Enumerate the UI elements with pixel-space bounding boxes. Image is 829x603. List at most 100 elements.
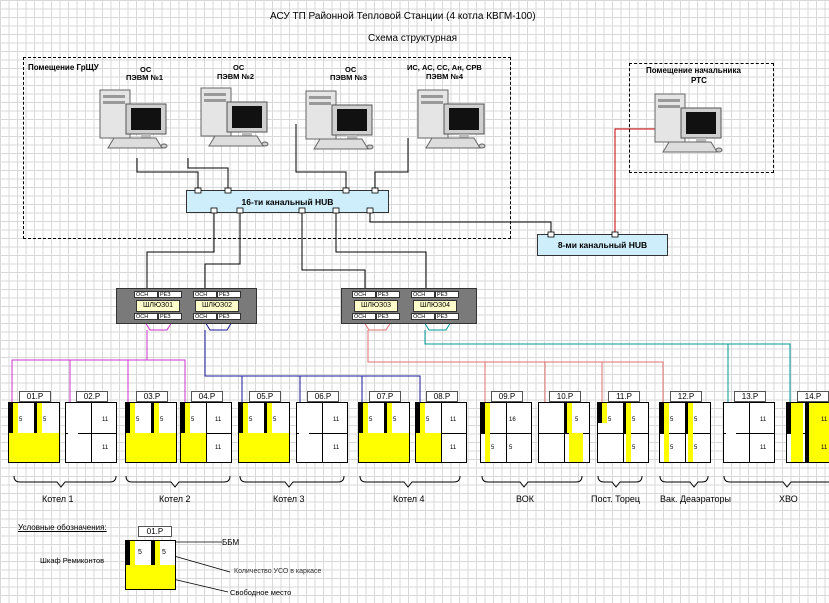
hub-16-label: 16-ти канальный HUB bbox=[241, 196, 334, 207]
uso-count: 5 bbox=[694, 417, 698, 423]
cabinet-label: 08.Р bbox=[426, 391, 458, 402]
hub-16: 16-ти канальный HUB bbox=[186, 190, 389, 213]
legend-free: Свободное место bbox=[230, 588, 292, 597]
cabinet-label: 05.Р bbox=[249, 391, 281, 402]
gateway-osn-bottom: ОСН bbox=[352, 313, 376, 320]
cabinet-label: 10.Р bbox=[549, 391, 581, 402]
cabinet: 5 11 11 bbox=[180, 402, 232, 463]
hub-8: 8-ми канальный HUB bbox=[537, 234, 668, 256]
uso-count: 11 bbox=[821, 445, 828, 451]
room-chief bbox=[629, 63, 774, 173]
cabinet-label: 01.Р bbox=[19, 391, 51, 402]
gateway-rez-bottom: РЕЗ bbox=[376, 313, 400, 320]
cabinet-label: 03.Р bbox=[136, 391, 168, 402]
hub-8-label: 8-ми канальный HUB bbox=[557, 240, 648, 250]
legend-title: Условные обозначения: bbox=[18, 523, 107, 532]
cabinet-label: 11.Р bbox=[608, 391, 640, 402]
uso-count: 5 bbox=[575, 417, 579, 423]
uso-count: 11 bbox=[215, 417, 222, 423]
uso-count: 5 bbox=[19, 417, 23, 423]
uso-count: 5 bbox=[694, 445, 698, 451]
gateway-rez-bottom: РЕЗ bbox=[435, 313, 459, 320]
page-subtitle: Схема структурная bbox=[368, 33, 458, 44]
gateway-osn-top: ОСН bbox=[411, 291, 435, 298]
pc4-label-1: ИС, АС, СС, Ан, СРВ bbox=[407, 63, 482, 72]
uso-count: 11 bbox=[760, 417, 767, 423]
gateway-osn-top: ОСН bbox=[134, 291, 158, 298]
uso-count: 5 bbox=[43, 417, 47, 423]
cabinet-label: 14.Р bbox=[797, 391, 829, 402]
cabinet: 11 11 bbox=[723, 402, 775, 463]
gateway-osn-top: ОСН bbox=[193, 291, 217, 298]
uso-count: 11 bbox=[102, 445, 109, 451]
cabinet-label: 02.Р bbox=[76, 391, 108, 402]
gateway-rez-top: РЕЗ bbox=[376, 291, 400, 298]
uso-count: 5 bbox=[136, 417, 140, 423]
uso-count: 11 bbox=[333, 445, 340, 451]
group-label-vok: ВОК bbox=[516, 494, 534, 504]
cabinet: 11 11 bbox=[296, 402, 348, 463]
uso-count: 5 bbox=[670, 445, 674, 451]
room-chief-label: Помещение начальника bbox=[646, 66, 741, 75]
room-chief-label-2: РТС bbox=[691, 76, 707, 85]
gateway-osn-top: ОСН bbox=[352, 291, 376, 298]
uso-count: 5 bbox=[491, 445, 495, 451]
uso-count: 11 bbox=[102, 417, 109, 423]
group-label-kotel3: Котел 3 bbox=[273, 494, 305, 504]
pc2-label-2: ПЭВМ №2 bbox=[217, 72, 255, 81]
page-title: АСУ ТП Районной Тепловой Станции (4 котл… bbox=[270, 11, 536, 22]
uso-count: 5 bbox=[249, 417, 253, 423]
legend-uso: Количество УСО в каркасе bbox=[234, 568, 322, 575]
uso-count: 5 bbox=[369, 417, 373, 423]
legend-uso-value-2: 5 bbox=[162, 549, 166, 556]
gateway-rez-bottom: РЕЗ bbox=[217, 313, 241, 320]
uso-count: 5 bbox=[273, 417, 277, 423]
uso-count: 5 bbox=[160, 417, 164, 423]
cabinet-label: 12.Р bbox=[670, 391, 702, 402]
uso-count: 5 bbox=[608, 417, 612, 423]
uso-count: 5 bbox=[632, 445, 636, 451]
room-grshu-label: Помещение ГрЩУ bbox=[28, 63, 99, 72]
group-label-hvo: ХВО bbox=[779, 494, 798, 504]
uso-count: 11 bbox=[450, 445, 457, 451]
pc1-label-2: ПЭВМ №1 bbox=[126, 73, 164, 82]
uso-count: 11 bbox=[215, 445, 222, 451]
cabinet: 5 11 11 bbox=[415, 402, 467, 463]
pc3-label-1: ОС bbox=[345, 65, 357, 74]
legend-shkaf: Шкаф Ремиконтов bbox=[40, 556, 105, 565]
pc3-label-2: ПЭВМ №3 bbox=[330, 73, 368, 82]
uso-count: 5 bbox=[509, 445, 513, 451]
cabinet-label: 06.Р bbox=[307, 391, 339, 402]
uso-count: 5 bbox=[426, 417, 430, 423]
group-label-kotel2: Котел 2 bbox=[159, 494, 191, 504]
legend-uso-value-1: 5 bbox=[138, 549, 142, 556]
group-label-kotel4: Котел 4 bbox=[393, 494, 425, 504]
cabinet-label: 07.Р bbox=[369, 391, 401, 402]
uso-count: 11 bbox=[760, 445, 767, 451]
cabinet: 5 bbox=[538, 402, 590, 463]
gateway-name: ШЛЮЗ01 bbox=[136, 300, 180, 312]
gateway-name: ШЛЮЗ02 bbox=[195, 300, 239, 312]
gateway-name: ШЛЮЗ03 bbox=[354, 300, 398, 312]
gateway-rez-bottom: РЕЗ bbox=[158, 313, 182, 320]
uso-count: 11 bbox=[333, 417, 340, 423]
cabinet-label: 13.Р bbox=[734, 391, 766, 402]
legend-cabinet-label: 01.Р bbox=[138, 526, 172, 537]
gateway-rez-top: РЕЗ bbox=[158, 291, 182, 298]
pc2-label-1: ОС bbox=[233, 63, 245, 72]
uso-count: 11 bbox=[450, 417, 457, 423]
gateway-rez-top: РЕЗ bbox=[217, 291, 241, 298]
gateway-rez-top: РЕЗ bbox=[435, 291, 459, 298]
uso-count: 5 bbox=[191, 417, 195, 423]
